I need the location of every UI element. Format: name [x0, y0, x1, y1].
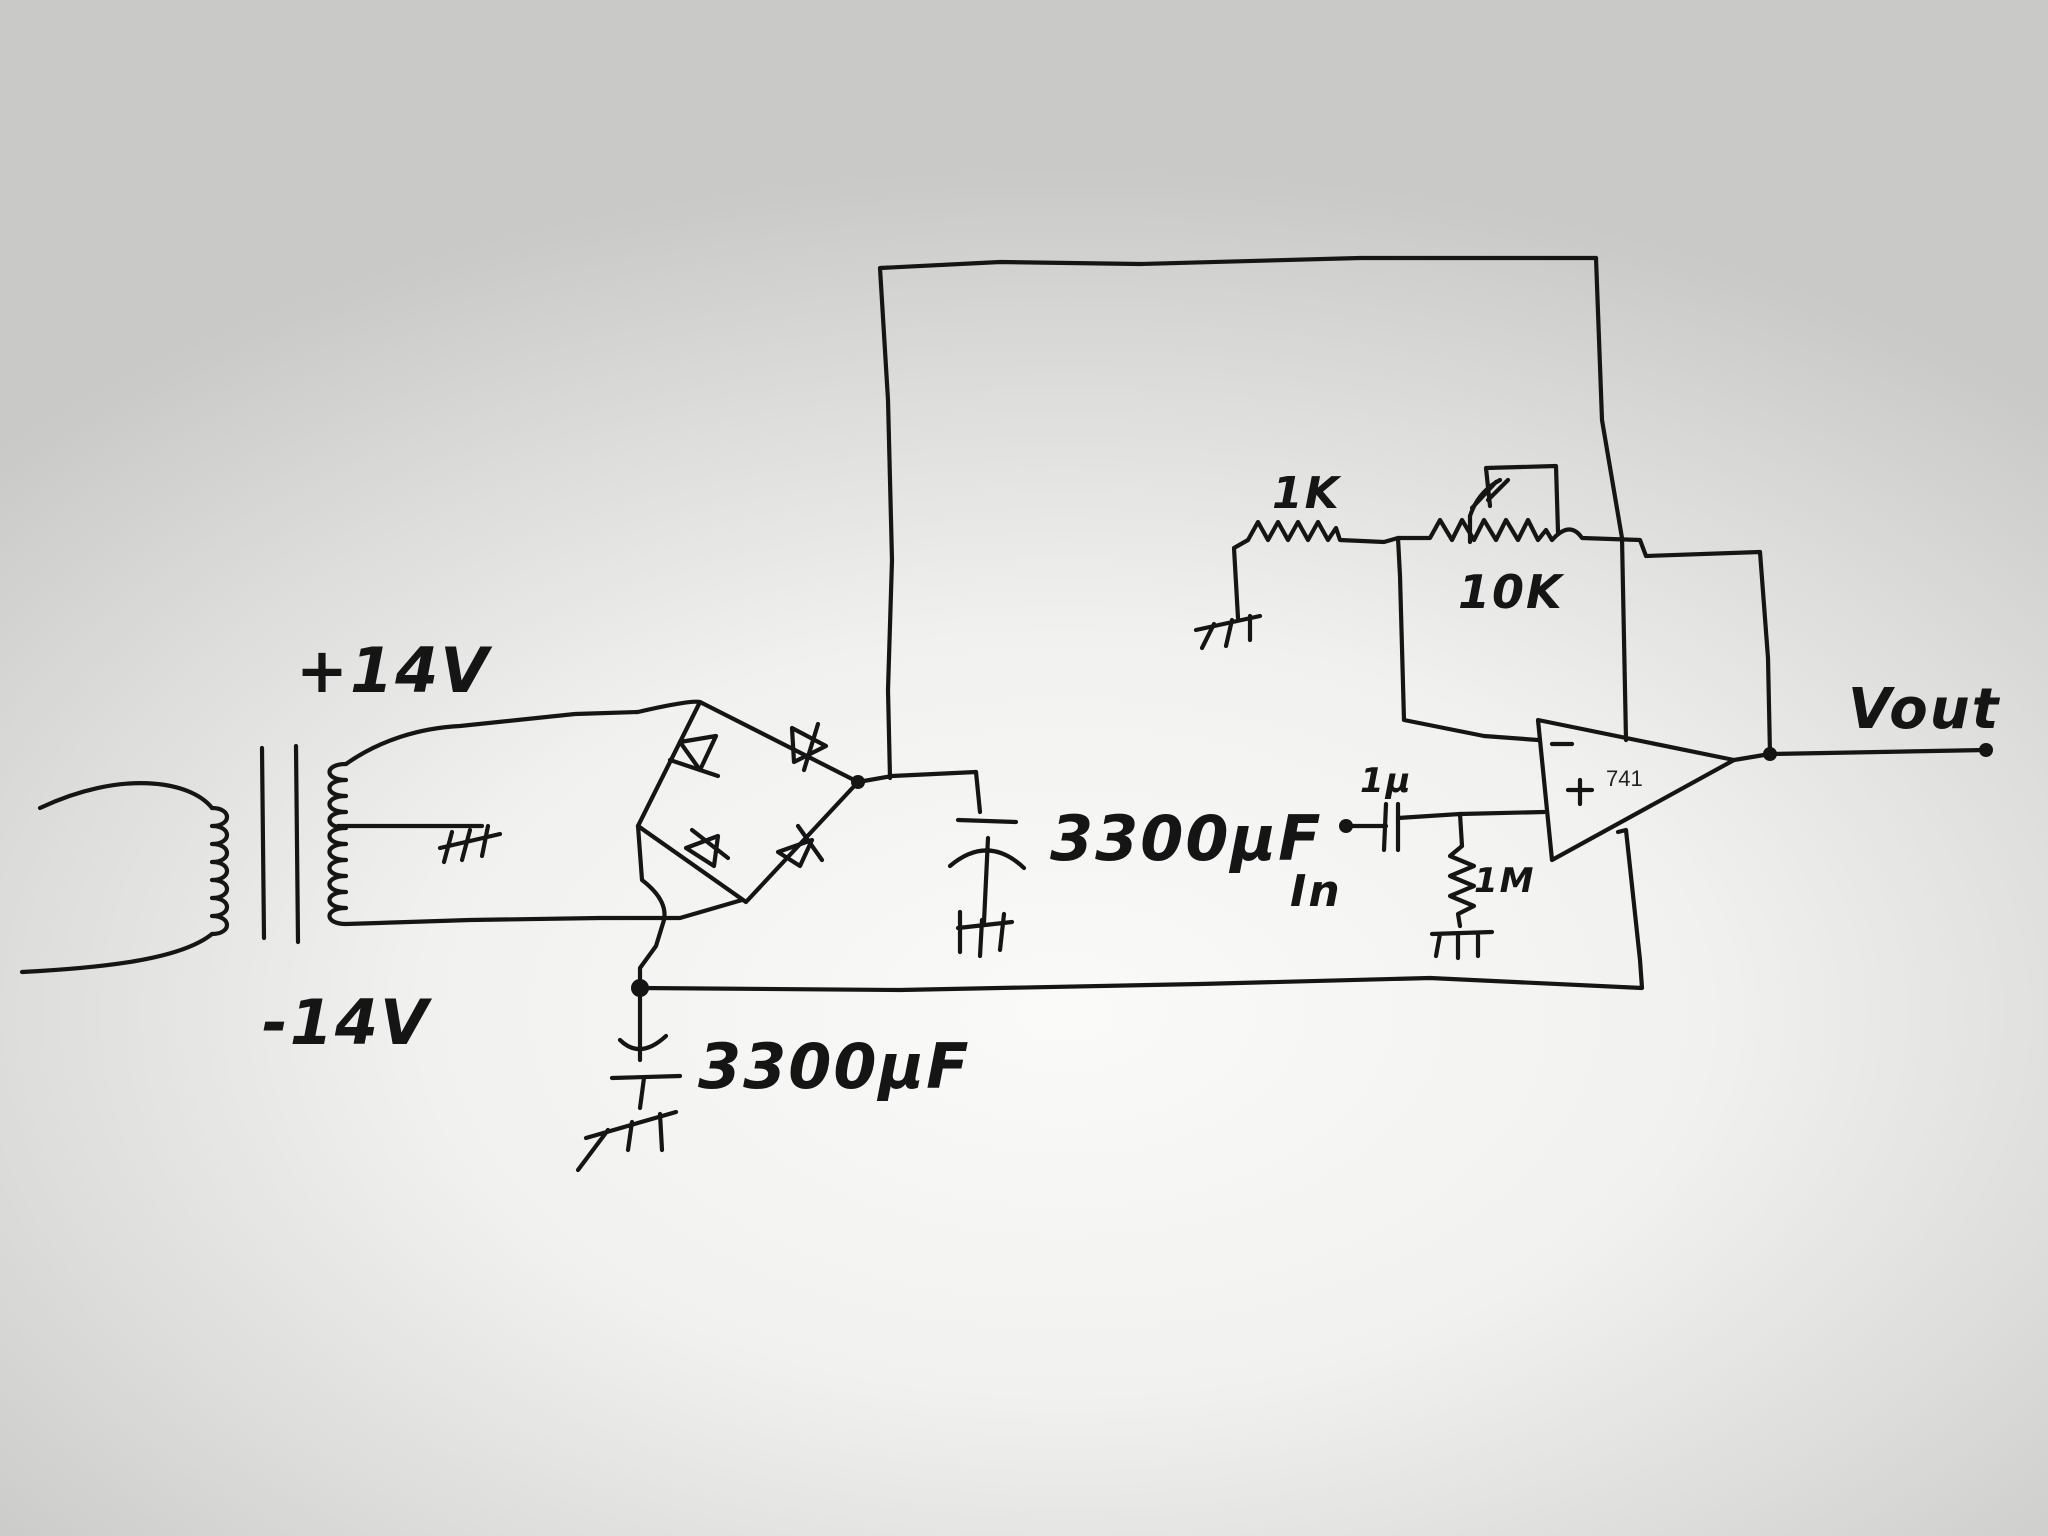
capacitor-c2-icon [609, 985, 683, 1111]
op-amp-part-label: 741 [1606, 766, 1643, 791]
resistor-1k-icon [1245, 519, 1401, 545]
input-label: In [1290, 866, 1342, 917]
resistor-1k-label: 1K [1272, 468, 1342, 519]
secondary-winding [327, 761, 349, 927]
potentiometer-10k-icon [1395, 517, 1555, 543]
resistor-1m-lead [1457, 811, 1465, 849]
potentiometer-wiper-icon [1467, 463, 1561, 545]
transformer-core-right [293, 743, 301, 945]
negative-rail-label: -14V [262, 986, 433, 1059]
capacitor-input-label: 1μ [1360, 761, 1413, 801]
bridge-outline [635, 699, 861, 905]
output-label: Vout [1848, 677, 2001, 742]
mains-lead-bottom [19, 931, 215, 975]
diode-d4-icon [775, 823, 825, 869]
secondary-bottom-wire [343, 897, 745, 927]
primary-winding [209, 805, 230, 937]
positive-rail-wire [855, 769, 983, 815]
negative-rail-wire [637, 827, 1645, 993]
resistor-1m-label: 1M [1474, 861, 1536, 901]
resistor-1m-icon [1447, 843, 1477, 929]
ground-r1-icon [1193, 613, 1263, 651]
input-wire-right [1395, 809, 1547, 821]
capacitor-input-icon [1381, 801, 1401, 853]
transformer-core-left [259, 745, 267, 941]
r1-ground-lead [1231, 537, 1251, 621]
inverting-input-wire [1395, 535, 1541, 743]
bridge-negative-wire [635, 823, 667, 991]
ground-c2-icon [575, 1109, 679, 1173]
positive-rail-up [877, 255, 1599, 781]
op-amp-plus-mark [1565, 777, 1595, 807]
bridge-rectifier [635, 699, 861, 905]
op-amp-triangle [1535, 717, 1737, 863]
ground-c1-icon [955, 909, 1015, 959]
ground-r-in-icon [1429, 929, 1495, 961]
secondary-top-wire [343, 699, 703, 767]
feedback-right-wire [1549, 527, 1773, 757]
potentiometer-10k-label: 10K [1458, 565, 1565, 619]
positive-rail-down [1593, 255, 1629, 743]
transformer [19, 743, 503, 975]
op-amp-741: 741 [1535, 717, 1737, 863]
diode-d3-icon [683, 827, 731, 869]
output-terminal[interactable] [1979, 743, 1993, 757]
diode-d1-icon [667, 733, 721, 779]
mains-lead-top [37, 781, 215, 811]
capacitor-c2-label: 3300μF [698, 1030, 971, 1103]
positive-rail-label: +14V [296, 634, 493, 707]
diode-d2-icon [789, 721, 829, 773]
output-wire [1731, 747, 1989, 763]
capacitor-c1-label: 3300μF [1050, 802, 1323, 875]
center-tap-ground-icon [437, 823, 503, 865]
capacitor-c1-icon [947, 817, 1027, 925]
